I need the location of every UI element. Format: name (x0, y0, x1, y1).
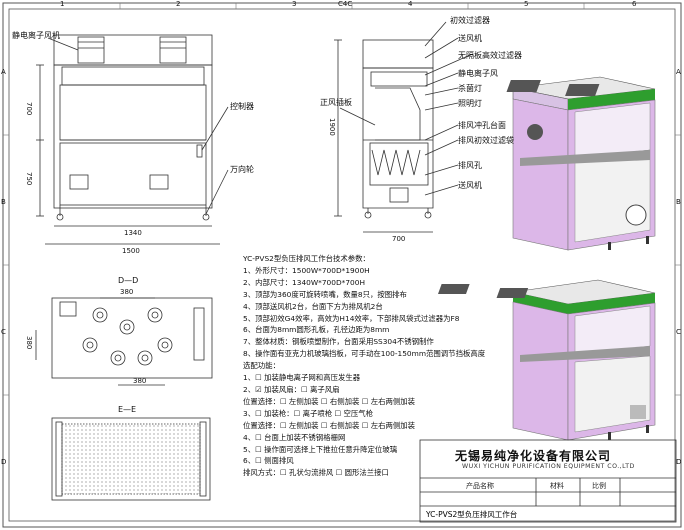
spec-line: 6、台面为8mm圆形孔板，孔径边距为8mm (243, 325, 390, 335)
spec-line: 4、☐ 台面上加装不锈钢格栅网 (243, 432, 346, 442)
dim-top-view-bottom: 380 (133, 377, 147, 385)
company-name-en: WUXI YICHUN PURIFICATION EQUIPMENT CO.,L… (462, 463, 635, 470)
callout-9: 排风孔 (458, 161, 482, 170)
dim-inner-width: 1340 (124, 229, 142, 237)
ruler-top-3: 3 (292, 0, 297, 8)
callout-10: 送风机 (458, 181, 482, 190)
spec-line: 5、☐ 操作面可选择上下推拉任意升降定位玻璃 (243, 444, 398, 454)
label-ionizer: 静电离子风机 (12, 31, 60, 40)
spec-line: 位置选择：☐ 左侧加装 ☐ 右侧加装 ☐ 左右两侧加装 (243, 396, 416, 406)
ruler-side-c-right: C (676, 328, 681, 336)
ruler-top-2: 2 (176, 0, 181, 8)
callout-2: 送风机 (458, 34, 482, 43)
callout-8: 排风初效过滤袋 (458, 136, 514, 145)
spec-line: 排风方式：☐ 孔状匀流排风 ☐ 圆形法兰接口 (243, 468, 389, 478)
dim-outer-width: 1500 (122, 247, 140, 255)
spec-title: YC-PVS2型负压排风工作台技术参数： (243, 254, 370, 263)
ruler-top-mid: C4C (338, 0, 353, 8)
spec-line: 8、操作面有亚克力机玻璃挡板，可手动在100-150mm范围调节挡板高度 (243, 349, 486, 359)
section-label-e: E—E (118, 405, 137, 414)
dim-depth: 700 (392, 235, 406, 243)
ruler-top-1: 1 (60, 0, 65, 8)
spec-line: 1、外形尺寸：1500W*700D*1900H (243, 265, 370, 275)
section-e (51, 417, 211, 501)
spec-line: 位置选择：☐ 左侧加装 ☐ 右侧加装 ☐ 左右两侧加装 (243, 420, 416, 430)
spec-line: 6、☐ 侧面排风 (243, 456, 294, 466)
label-controller: 控制器 (230, 102, 254, 111)
ruler-side-b: B (1, 198, 6, 206)
ruler-top-4: 4 (408, 0, 413, 8)
header-material: 材料 (550, 482, 564, 490)
header-product: 产品名称 (466, 482, 494, 490)
spec-line: 选配功能： (243, 361, 280, 371)
spec-block: YC-PVS2型负压排风工作台技术参数： 1、外形尺寸：1500W*700D*1… (243, 253, 486, 479)
render-top (506, 76, 656, 251)
ruler-side-b-right: B (676, 198, 681, 206)
ruler-side-d: D (1, 458, 7, 466)
spec-line: 5、顶部初效G4效率，高效为H14效率，下部排风袋式过滤器为F8 (243, 313, 460, 323)
dim-top-height: 700 (25, 102, 33, 116)
dim-bottom-height: 750 (25, 172, 33, 186)
spec-line: 7、整体材质：钢板喷塑制作，台面采用SS304不锈钢制作 (243, 337, 434, 347)
ruler-side-a-right: A (676, 68, 681, 76)
company-name-cn: 无锡易纯净化设备有限公司 (455, 449, 612, 463)
callout-3: 无隔板高效过滤器 (458, 51, 522, 60)
callout-5: 杀菌灯 (458, 84, 482, 93)
top-view (35, 297, 213, 386)
spec-line: 4、顶部送风机2台，台面下方为排风机2台 (243, 301, 383, 311)
spec-line: 3、☐ 加装枪：☐ 离子喷枪 ☐ 空压气枪 (243, 408, 374, 418)
callout-7: 排风冲孔台面 (458, 121, 506, 130)
callout-1: 初效过滤器 (450, 16, 490, 25)
spec-line: 1、☐ 加装静电离子网和高压发生器 (243, 373, 361, 383)
spec-line: 2、☑ 加装风扇：☐ 离子风扇 (243, 384, 340, 394)
callout-6: 照明灯 (458, 99, 482, 108)
dim-total-height: 1900 (328, 118, 336, 136)
ruler-side-c: C (1, 328, 6, 336)
title-block-lines (419, 439, 677, 523)
ruler-top-6: 6 (632, 0, 637, 8)
side-view (334, 21, 471, 233)
product-name: YC-PVS2型负压排风工作台 (426, 510, 518, 519)
render-bottom (437, 279, 656, 441)
section-label-d: D—D (118, 276, 139, 285)
ruler-top-5: 5 (524, 0, 529, 8)
header-scale: 比例 (592, 482, 606, 490)
ruler-side-a: A (1, 68, 6, 76)
label-anti-tip: 万向轮 (230, 165, 254, 174)
dim-top-view-top: 380 (120, 288, 134, 296)
callout-4: 静电离子风 (458, 69, 498, 78)
spec-line: 3、顶部为360度可旋转喷嘴，数量8只，按图排布 (243, 289, 407, 299)
front-view (36, 34, 229, 245)
dim-top-view-left: 380 (25, 336, 33, 350)
spec-line: 2、内部尺寸：1340W*700D*700H (243, 277, 366, 287)
ruler-side-d-right: D (676, 458, 682, 466)
label-front-window: 正风插板 (320, 98, 352, 107)
